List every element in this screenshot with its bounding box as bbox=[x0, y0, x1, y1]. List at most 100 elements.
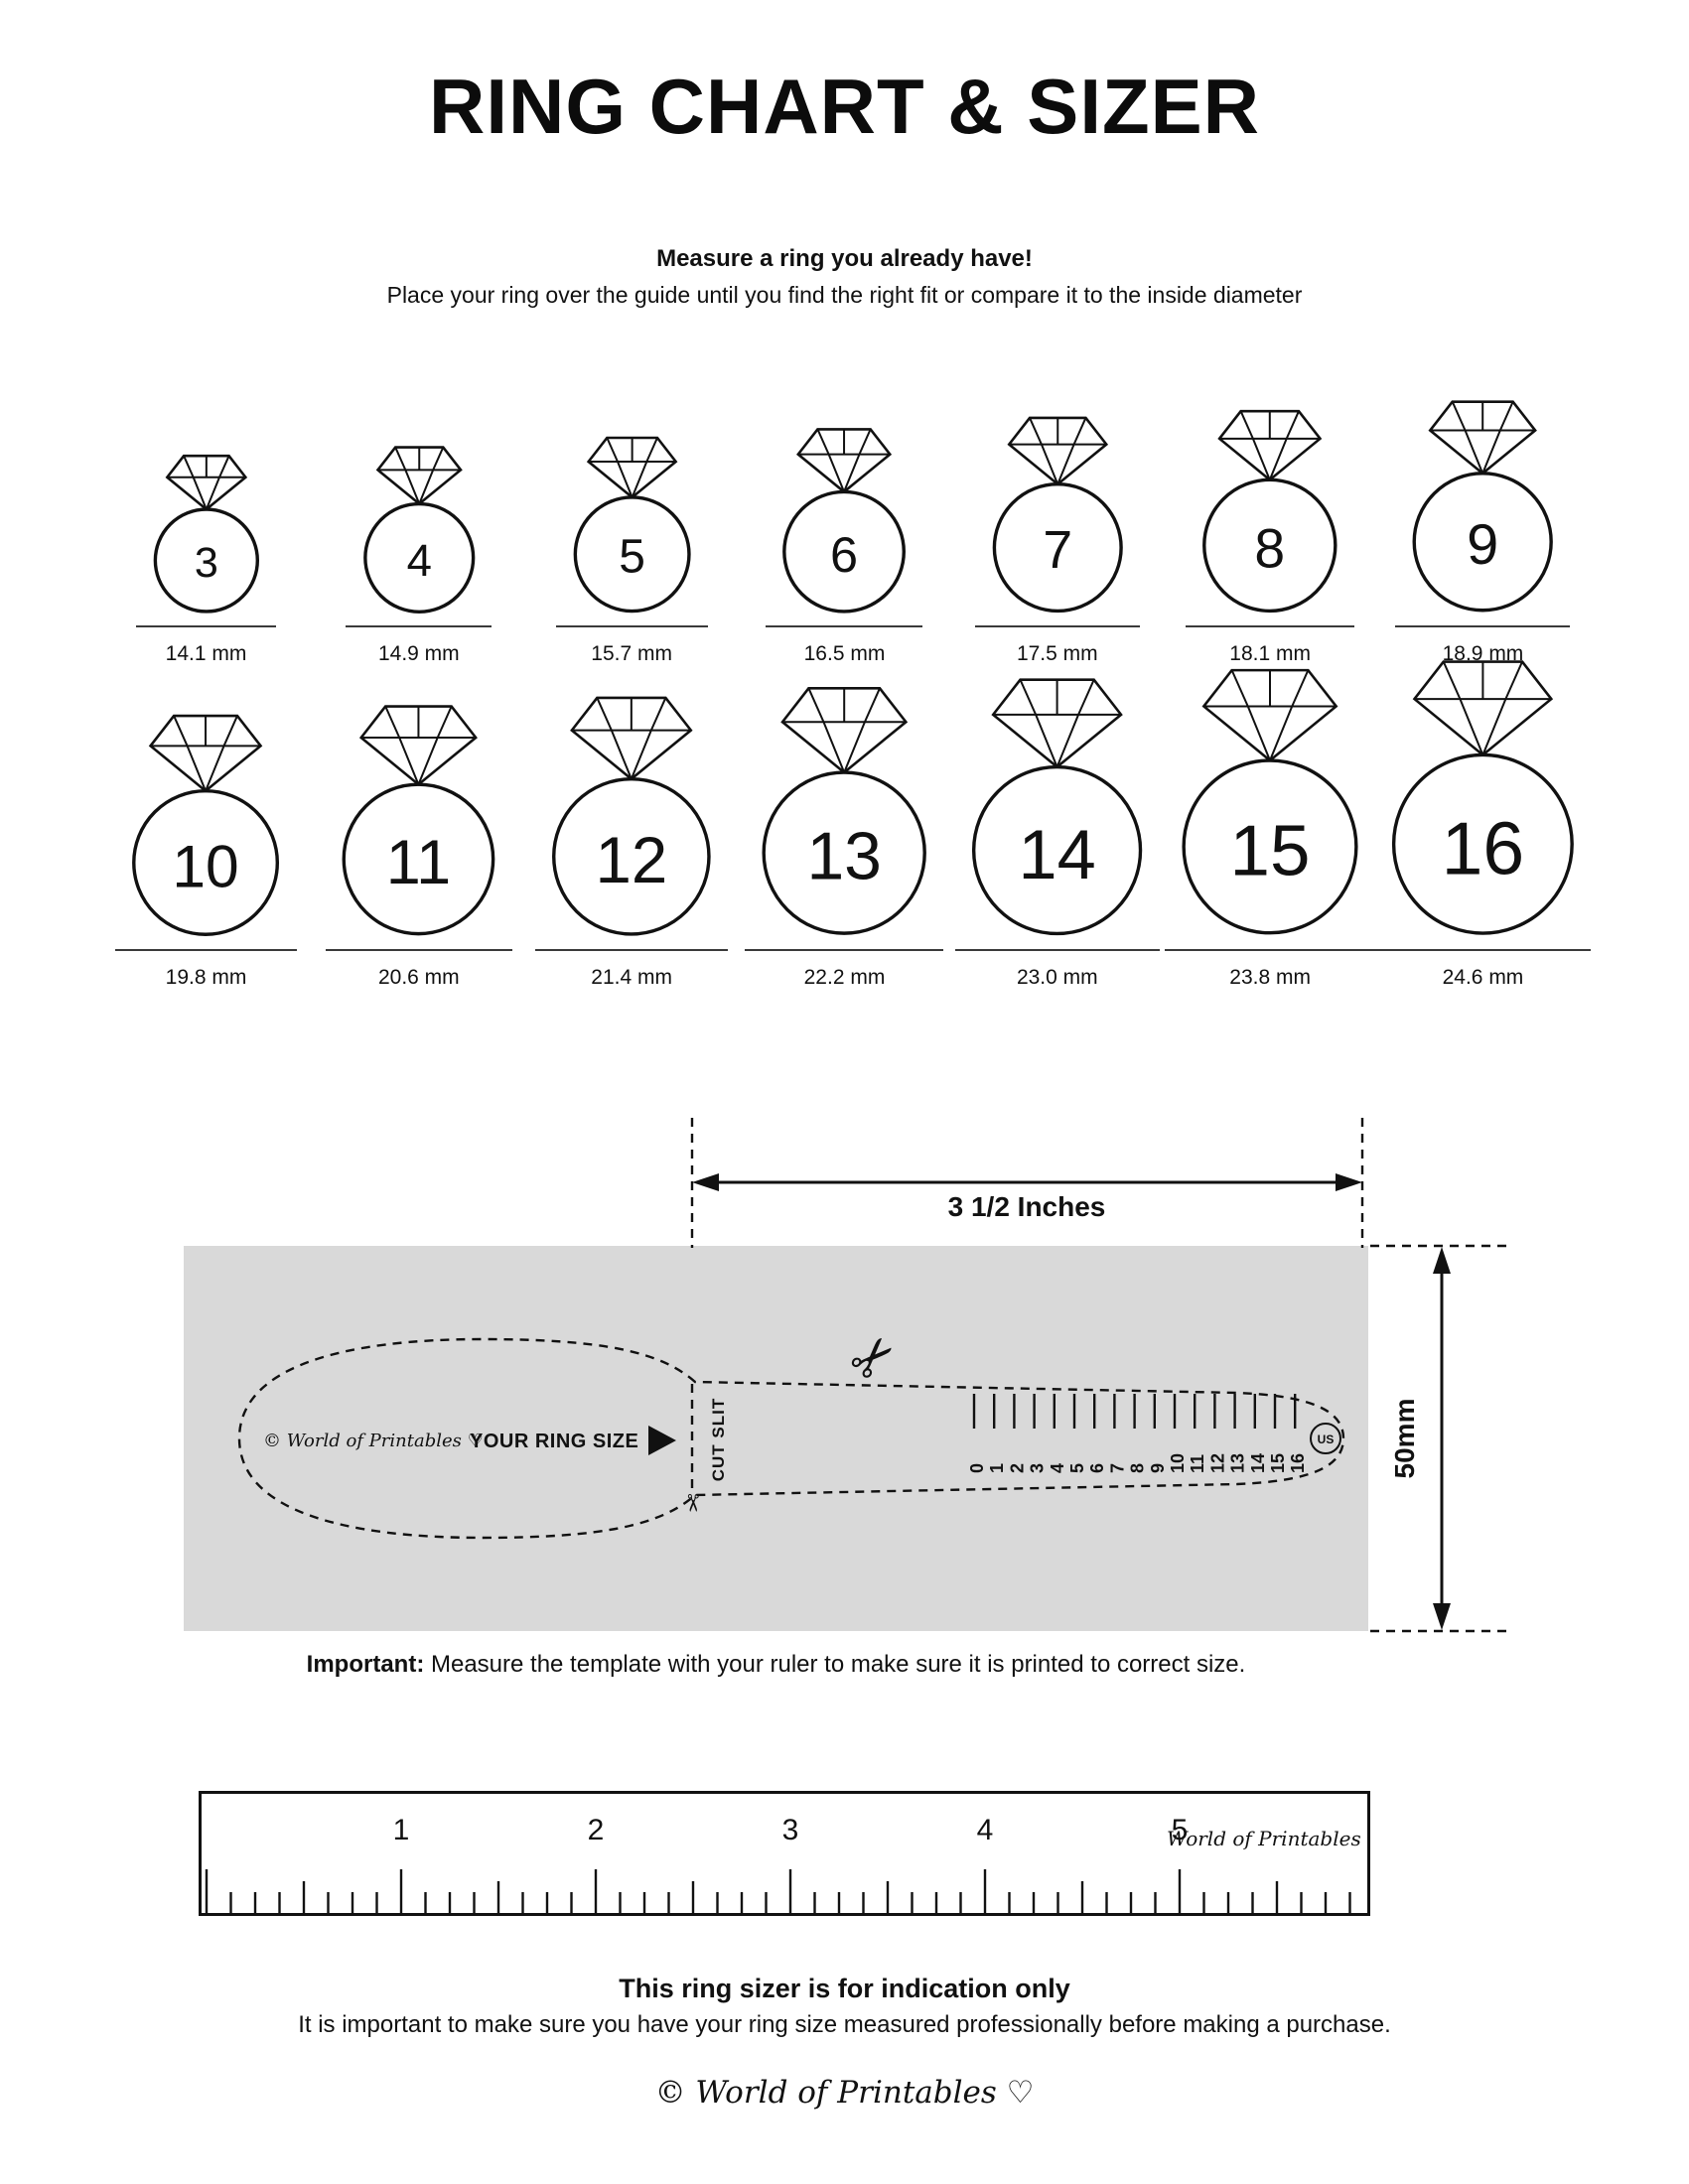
ruler-graphic: 1 2 3 4 5 World of Printables ♡ bbox=[205, 1814, 1385, 1913]
svg-text:14: 14 bbox=[1248, 1453, 1268, 1473]
intro-subheading: Place your ring over the guide until you… bbox=[386, 282, 1303, 308]
ring-sizer-graphic: ✂ ✂ © World of Printables ♡ YOUR RING SI… bbox=[237, 1321, 1345, 1540]
ring-baseline bbox=[1395, 625, 1571, 627]
ring-size-number: 15 bbox=[1230, 811, 1311, 891]
ring-baseline bbox=[974, 625, 1140, 627]
ring-size-number: 6 bbox=[830, 526, 858, 583]
ring-size-number: 10 bbox=[173, 832, 239, 899]
svg-text:10: 10 bbox=[1168, 1453, 1188, 1473]
ring-size-10: 10 19.8 mm bbox=[104, 706, 308, 991]
height-dim-arrowhead-bottom bbox=[1433, 1603, 1451, 1630]
svg-text:2: 2 bbox=[1007, 1463, 1027, 1473]
ring-icon: 15 bbox=[1170, 658, 1370, 939]
ring-diameter-label: 23.0 mm bbox=[1016, 966, 1098, 989]
ring-size-7: 7 17.5 mm bbox=[955, 409, 1159, 667]
ruler-brand: World of Printables ♡ bbox=[1167, 1827, 1367, 1850]
ring-size-number: 13 bbox=[807, 820, 882, 894]
ring-size-13: 13 22.2 mm bbox=[743, 677, 946, 991]
ring-size-number: 7 bbox=[1043, 521, 1072, 580]
ring-diameter-label: 22.2 mm bbox=[803, 966, 886, 989]
ring-size-number: 8 bbox=[1255, 517, 1286, 579]
small-scissors-icon: ✂ bbox=[679, 1493, 706, 1513]
ring-size-number: 12 bbox=[596, 824, 668, 896]
page-title: RING CHART & SIZER bbox=[429, 63, 1260, 150]
svg-text:5: 5 bbox=[1172, 1814, 1189, 1846]
ring-size-number: 5 bbox=[619, 531, 645, 584]
ring-row-2: 10 19.8 mm 11 20.6 mm bbox=[104, 647, 1592, 991]
svg-text:4: 4 bbox=[977, 1814, 994, 1846]
your-ring-size-label: YOUR RING SIZE bbox=[470, 1431, 638, 1452]
ring-diameter-label: 18.9 mm bbox=[1442, 642, 1524, 665]
ring-icon: 16 bbox=[1379, 649, 1587, 939]
ring-size-number: 11 bbox=[386, 828, 451, 897]
ring-size-8: 8 18.1 mm bbox=[1169, 402, 1372, 667]
svg-text:12: 12 bbox=[1207, 1453, 1227, 1473]
important-note: Important: Measure the template with you… bbox=[184, 1651, 1368, 1679]
svg-text:1: 1 bbox=[987, 1463, 1007, 1473]
ring-icon: 11 bbox=[332, 696, 505, 939]
ring-icon: 4 bbox=[356, 440, 483, 615]
ring-size-12: 12 21.4 mm bbox=[530, 687, 734, 991]
ring-size-number: 3 bbox=[195, 539, 218, 587]
ring-size-number: 4 bbox=[406, 535, 431, 586]
printable-ruler: 1 2 3 4 5 World of Printables ♡ bbox=[199, 1791, 1385, 1916]
ring-diameter-label: 19.8 mm bbox=[165, 966, 247, 989]
cut-slit-label: CUT SLIT bbox=[709, 1398, 728, 1482]
ring-diameter-label: 14.1 mm bbox=[165, 642, 247, 665]
ring-icon: 9 bbox=[1403, 392, 1562, 615]
svg-text:2: 2 bbox=[588, 1814, 605, 1846]
ring-baseline bbox=[766, 625, 923, 627]
sizer-section: ✂ ✂ © World of Printables ♡ YOUR RING SI… bbox=[0, 1092, 1689, 1688]
ring-baseline bbox=[535, 949, 729, 951]
ring-icon: 6 bbox=[774, 421, 914, 615]
footer-text: It is important to make sure you have yo… bbox=[298, 2011, 1391, 2038]
ring-baseline bbox=[745, 949, 944, 951]
ring-diameter-label: 18.1 mm bbox=[1229, 642, 1311, 665]
ring-size-number: 14 bbox=[1019, 815, 1096, 893]
ring-baseline bbox=[555, 625, 708, 627]
ring-diameter-label: 21.4 mm bbox=[591, 966, 672, 989]
ring-icon: 8 bbox=[1194, 402, 1346, 615]
ring-size-9: 9 18.9 mm bbox=[1381, 392, 1585, 667]
ring-size-number: 9 bbox=[1467, 513, 1498, 577]
ring-size-5: 5 15.7 mm bbox=[530, 430, 734, 667]
svg-text:6: 6 bbox=[1087, 1463, 1107, 1473]
ring-baseline bbox=[954, 949, 1160, 951]
ring-size-15: 15 23.8 mm bbox=[1165, 658, 1376, 991]
ring-size-4: 4 14.9 mm bbox=[317, 440, 520, 667]
width-dim-arrowhead-right bbox=[1336, 1173, 1362, 1191]
svg-text:1: 1 bbox=[393, 1814, 410, 1846]
width-dim-arrowhead-left bbox=[692, 1173, 719, 1191]
svg-text:3: 3 bbox=[782, 1814, 799, 1846]
svg-text:15: 15 bbox=[1268, 1453, 1288, 1473]
brand-logo: © World of Printables ♡ bbox=[654, 2075, 1035, 2111]
svg-text:16: 16 bbox=[1288, 1453, 1308, 1473]
ring-icon: 14 bbox=[960, 668, 1154, 939]
ring-baseline bbox=[346, 625, 493, 627]
svg-text:8: 8 bbox=[1128, 1463, 1148, 1473]
ring-icon: 5 bbox=[566, 430, 698, 615]
arrow-right-icon bbox=[648, 1426, 676, 1455]
svg-text:0: 0 bbox=[967, 1463, 987, 1473]
important-lead: Important: bbox=[306, 1651, 425, 1678]
ring-diameter-label: 23.8 mm bbox=[1229, 966, 1311, 989]
svg-text:4: 4 bbox=[1048, 1463, 1067, 1473]
ring-diameter-label: 16.5 mm bbox=[803, 642, 886, 665]
footer-heading: This ring sizer is for indication only bbox=[619, 1974, 1070, 2003]
height-dim-arrowhead-top bbox=[1433, 1247, 1451, 1274]
ring-icon: 13 bbox=[751, 677, 937, 939]
ring-size-16: 16 24.6 mm bbox=[1374, 649, 1592, 991]
ring-diameter-label: 17.5 mm bbox=[1016, 642, 1098, 665]
intro: Measure a ring you already have! Place y… bbox=[0, 245, 1689, 309]
us-label: US bbox=[1318, 1433, 1335, 1446]
svg-text:7: 7 bbox=[1107, 1463, 1127, 1473]
ring-size-6: 6 16.5 mm bbox=[743, 421, 946, 667]
sizer-brand: © World of Printables ♡ bbox=[263, 1431, 484, 1451]
ring-diameter-label: 14.9 mm bbox=[377, 642, 460, 665]
ring-icon: 10 bbox=[122, 706, 289, 939]
ring-size-14: 14 23.0 mm bbox=[954, 668, 1160, 991]
sizer-outline bbox=[237, 1337, 1345, 1540]
svg-text:3: 3 bbox=[1028, 1463, 1048, 1473]
